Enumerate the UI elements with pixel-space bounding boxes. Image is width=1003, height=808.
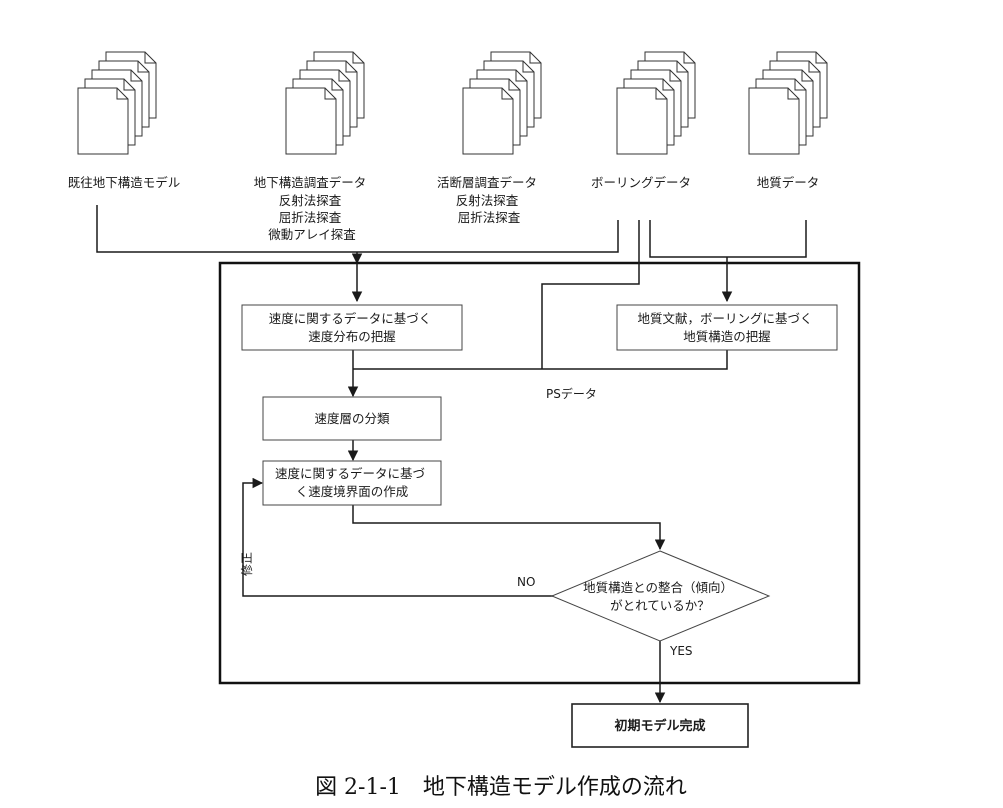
document-stack-icon-boring-data xyxy=(616,51,696,155)
no-label: NO xyxy=(517,575,535,589)
document-icon xyxy=(748,87,800,155)
velocity-distribution-text: 速度に関するデータに基づく 速度分布の把握 xyxy=(269,311,436,344)
document-icon xyxy=(77,87,129,155)
document-stack-icon-geology-data xyxy=(748,51,828,155)
velocity-layers-text: 速度層の分類 xyxy=(314,411,390,426)
final-model-box xyxy=(571,703,749,748)
velocity-boundary-text: 速度に関するデータに基づ く速度境界面の作成 xyxy=(275,466,429,499)
decision-text: 地質構造との整合（傾向） がとれているか？ xyxy=(583,580,737,613)
source-label-survey-data: 地下構造調査データ 反射法探査 屈折法探査 微動アレイ探査 xyxy=(254,175,371,242)
boring-branch-line xyxy=(541,220,640,369)
document-stacks xyxy=(77,51,828,155)
document-stack-icon-fault-data xyxy=(462,51,542,155)
document-icon xyxy=(616,87,668,155)
arrow-to-decision xyxy=(352,505,666,551)
source-label-boring-data: ボーリングデータ xyxy=(591,175,691,190)
collector-line-left xyxy=(96,205,619,253)
velocity-boundary-box xyxy=(262,460,442,506)
source-label-existing-model: 既往地下構造モデル xyxy=(68,175,181,190)
velocity-layers-box xyxy=(262,396,442,441)
revise-label: 修正 xyxy=(239,552,254,576)
collector-line-right xyxy=(649,220,807,258)
document-stack-icon-survey-data xyxy=(285,51,365,155)
no-feedback-arrow xyxy=(242,477,554,597)
figure-caption: 図 2-1-1 地下構造モデル作成の流れ xyxy=(315,775,687,800)
ps-merge-line xyxy=(353,350,728,370)
velocity-distribution-box xyxy=(241,304,463,351)
geology-structure-text: 地質文献，ボーリングに基づく 地質構造の把握 xyxy=(638,311,817,344)
process-frame xyxy=(218,261,861,685)
document-stack-icon-existing-model xyxy=(77,51,157,155)
source-label-geology-data: 地質データ xyxy=(757,175,820,190)
final-model-text: 初期モデル完成 xyxy=(614,718,705,734)
decision-diamond xyxy=(550,550,771,642)
yes-label: YES xyxy=(669,644,693,658)
document-icon xyxy=(285,87,337,155)
document-icon xyxy=(462,87,514,155)
ps-data-label: PSデータ xyxy=(546,386,597,401)
geology-structure-box xyxy=(616,304,838,351)
source-label-fault-data: 活断層調査データ 反射法探査 屈折法探査 xyxy=(437,175,541,225)
